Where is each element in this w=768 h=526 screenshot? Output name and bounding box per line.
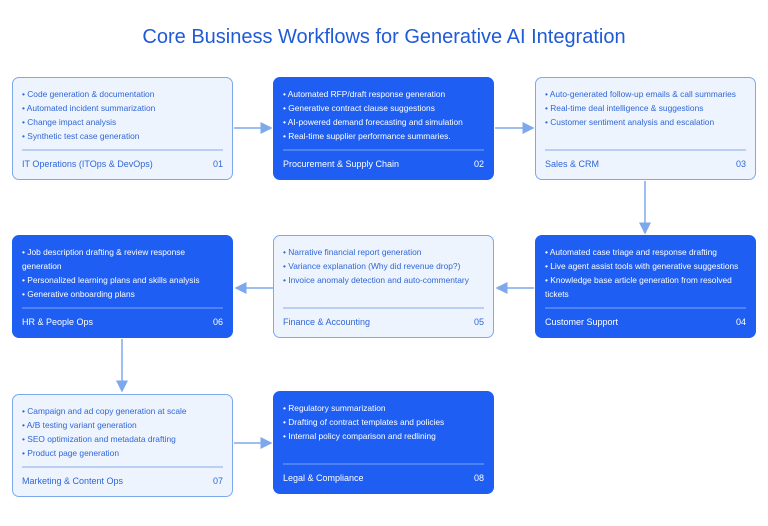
divider (283, 307, 484, 309)
workflow-item: • Job description drafting & review resp… (22, 247, 186, 271)
workflow-number: 04 (735, 317, 746, 327)
workflow-card-06: • Job description drafting & review resp… (12, 235, 233, 338)
workflow-card-04: • Automated case triage and response dra… (535, 235, 756, 338)
workflow-item: • Campaign and ad copy generation at sca… (22, 406, 187, 416)
workflow-name: HR & People Ops (22, 317, 94, 327)
workflow-number: 03 (735, 159, 746, 169)
workflow-item: • Variance explanation (Why did revenue … (283, 261, 461, 271)
workflow-card-01: • Code generation & documentation • Autom… (12, 77, 233, 180)
workflow-item: • Customer sentiment analysis and escala… (545, 117, 715, 127)
workflow-items: • Campaign and ad copy generation at sca… (22, 404, 223, 464)
workflow-name: Procurement & Supply Chain (283, 159, 400, 169)
workflow-item: • Automated RFP/draft response generatio… (283, 89, 446, 99)
workflow-card-08: • Regulatory summarization • Drafting of … (273, 391, 494, 494)
workflow-name: Legal & Compliance (283, 473, 364, 483)
workflow-item: • Knowledge base article generation from… (545, 275, 732, 299)
workflow-item: • Generative onboarding plans (22, 289, 135, 299)
workflow-item: • Auto-generated follow-up emails & call… (545, 89, 736, 99)
workflow-items: • Narrative financial report generation •… (283, 245, 484, 305)
workflow-name: Finance & Accounting (283, 317, 371, 327)
workflow-item: • Real-time deal intelligence & suggesti… (545, 103, 704, 113)
workflow-item: • Live agent assist tools with generativ… (545, 261, 739, 271)
workflow-item: • Automated case triage and response dra… (545, 247, 717, 257)
workflow-card-03: • Auto-generated follow-up emails & call… (535, 77, 756, 180)
workflow-item: • Real-time supplier performance summari… (283, 131, 451, 141)
workflow-name: Sales & CRM (545, 159, 600, 169)
workflow-items: • Regulatory summarization • Drafting of … (283, 401, 484, 461)
workflow-name: Customer Support (545, 317, 619, 327)
workflow-item: • Personalized learning plans and skills… (22, 275, 200, 285)
workflow-number: 05 (473, 317, 484, 327)
workflow-number: 07 (212, 476, 223, 486)
divider (283, 149, 484, 151)
workflow-item: • Internal policy comparison and redlini… (283, 431, 436, 441)
workflow-name: Marketing & Content Ops (22, 476, 124, 486)
workflow-card-05: • Narrative financial report generation •… (273, 235, 494, 338)
workflow-item: • Drafting of contract templates and pol… (283, 417, 445, 427)
divider (22, 149, 223, 151)
workflow-item: • SEO optimization and metadata drafting (22, 434, 176, 444)
divider (22, 466, 223, 468)
workflow-item: • Generative contract clause suggestions (283, 103, 435, 113)
workflow-items: • Automated RFP/draft response generatio… (283, 87, 484, 147)
workflow-items: • Job description drafting & review resp… (22, 245, 223, 305)
workflow-item: • Code generation & documentation (22, 89, 155, 99)
divider (545, 149, 746, 151)
workflow-items: • Auto-generated follow-up emails & call… (545, 87, 746, 147)
workflow-number: 01 (212, 159, 223, 169)
workflow-name: IT Operations (ITOps & DevOps) (22, 159, 153, 169)
workflow-items: • Automated case triage and response dra… (545, 245, 746, 305)
page-title: Core Business Workflows for Generative A… (142, 26, 626, 48)
workflow-item: • A/B testing variant generation (22, 420, 137, 430)
workflow-item: • Narrative financial report generation (283, 247, 422, 257)
divider (283, 463, 484, 465)
workflow-item: • Regulatory summarization (283, 403, 386, 413)
divider (545, 307, 746, 309)
workflow-item: • Change impact analysis (22, 117, 117, 127)
workflow-item: • Product page generation (22, 448, 119, 458)
workflow-item: • Automated incident summarization (22, 103, 156, 113)
divider (22, 307, 223, 309)
workflow-card-02: • Automated RFP/draft response generatio… (273, 77, 494, 180)
workflow-number: 06 (212, 317, 223, 327)
workflow-item: • Invoice anomaly detection and auto-com… (283, 275, 469, 285)
workflow-item: • Synthetic test case generation (22, 131, 140, 141)
workflow-card-07: • Campaign and ad copy generation at sca… (12, 394, 233, 497)
workflow-number: 02 (473, 159, 484, 169)
workflow-number: 08 (473, 473, 484, 483)
workflow-item: • AI-powered demand forecasting and simu… (283, 117, 463, 127)
workflow-items: • Code generation & documentation • Autom… (22, 87, 223, 147)
